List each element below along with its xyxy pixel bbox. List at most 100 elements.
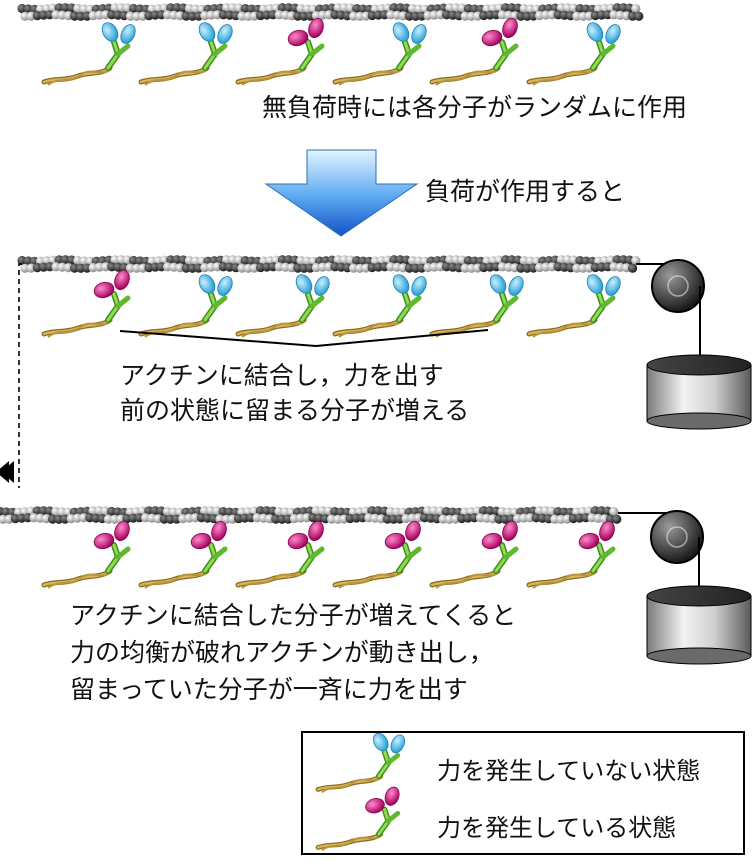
- myosin-resting: [332, 22, 427, 86]
- dashed-guide: [18, 263, 22, 488]
- myosin-head: [384, 786, 400, 806]
- myosin-head: [605, 24, 621, 44]
- myosin-head: [481, 29, 503, 47]
- caption-stage2-line1: アクチンに結合し，力を出す: [120, 361, 444, 390]
- actin-row-2: [17, 255, 641, 338]
- myosin-head: [586, 22, 604, 42]
- myosin-head: [411, 276, 427, 296]
- myosin-tail-strand: [47, 321, 111, 338]
- myosin-lever-branch: [503, 546, 519, 560]
- myosin-tail-strand: [435, 69, 499, 86]
- myosin-active: [526, 520, 616, 589]
- myosin-head: [502, 520, 518, 542]
- myosin-tail-strand: [144, 69, 208, 86]
- myosin-active: [235, 520, 325, 589]
- pulley-weight-1: [636, 259, 752, 430]
- myosin-active: [235, 17, 325, 86]
- myosin-lever-branch: [600, 43, 616, 57]
- actin-bead: [612, 514, 622, 524]
- myosin-tail-strand: [241, 69, 305, 86]
- myosin-head: [287, 29, 309, 47]
- legend-label-not-generating: 力を発生していない状態: [437, 757, 701, 785]
- myosin-head: [114, 269, 130, 291]
- actin-row-1: [17, 3, 644, 86]
- myosin-head: [287, 532, 309, 550]
- myosin-head: [365, 798, 385, 814]
- actin-filament: [0, 506, 622, 524]
- myosin-active: [429, 17, 519, 86]
- myosin-tail-strand: [144, 321, 208, 338]
- myosin-tail-strand: [321, 835, 382, 852]
- myosin-lever-branch: [115, 295, 131, 309]
- caption-load-applied: 負荷が作用すると: [425, 177, 626, 206]
- myosin-resting: [41, 22, 136, 86]
- myosin-head: [295, 274, 313, 294]
- myosin-head: [198, 274, 216, 294]
- myosin-head: [390, 734, 406, 754]
- myosin-head: [101, 22, 119, 42]
- caption-stage2: アクチンに結合し，力を出す 前の状態に留まる分子が増える: [120, 358, 469, 428]
- myosin-head: [198, 22, 216, 42]
- myosin-lever-branch: [406, 546, 422, 560]
- caption-stage3-line2: 力の均衡が破れアクチンが動き出し，: [70, 638, 494, 667]
- actin-row-3: [0, 506, 622, 589]
- myosin-head: [384, 532, 406, 550]
- myosin-head: [599, 520, 615, 542]
- myosin-head: [411, 24, 427, 44]
- myosin-head: [392, 22, 410, 42]
- myosin-lever-branch: [309, 295, 325, 309]
- myosin-head: [405, 520, 421, 542]
- myosin-resting: [235, 274, 330, 338]
- actin-bead: [631, 256, 641, 266]
- myosin-lever-branch: [385, 810, 401, 824]
- myosin-tail-strand: [532, 321, 596, 338]
- myosin-active: [41, 520, 131, 589]
- actin-filament: [17, 255, 641, 273]
- actin-bead: [609, 507, 619, 517]
- myosin-lever-branch: [212, 546, 228, 560]
- myosin-tail-strand: [47, 69, 111, 86]
- myosin-resting: [526, 274, 621, 338]
- actin-bead: [628, 263, 638, 273]
- myosin-tail-strand: [321, 777, 382, 794]
- myosin-resting: [526, 22, 621, 86]
- myosin-head: [481, 532, 503, 550]
- myosin-head: [314, 276, 330, 296]
- myosin-lever-branch: [212, 295, 228, 309]
- myosin-lever-branch: [600, 546, 616, 560]
- myosin-head: [217, 24, 233, 44]
- myosin-head: [605, 276, 621, 296]
- myosin-tail-strand: [435, 572, 499, 589]
- myosin-head: [502, 17, 518, 39]
- myosin-tail-strand: [338, 572, 402, 589]
- actin-bead: [631, 4, 641, 14]
- myosin-group: [41, 17, 621, 86]
- myosin-active: [138, 520, 228, 589]
- myosin-head: [93, 532, 115, 550]
- myosin-head: [586, 274, 604, 294]
- myosin-group: [41, 269, 621, 338]
- myosin-head: [308, 520, 324, 542]
- myosin-head: [392, 274, 410, 294]
- myosin-tail-strand: [241, 572, 305, 589]
- myosin-lever-branch: [503, 295, 519, 309]
- myosin-tail-strand: [338, 69, 402, 86]
- caption-no-load: 無負荷時には各分子がランダムに作用: [262, 93, 688, 122]
- myosin-resting: [138, 22, 233, 86]
- myosin-tail-strand: [144, 572, 208, 589]
- caption-stage3-line1: アクチンに結合した分子が増えてくると: [70, 601, 517, 630]
- pulley-weight-2: [618, 510, 752, 665]
- myosin-head: [508, 276, 524, 296]
- myosin-lever-branch: [600, 295, 616, 309]
- myosin-head: [217, 276, 233, 296]
- legend-label-generating: 力を発生している状態: [437, 814, 677, 842]
- displacement-arrow: [0, 461, 14, 483]
- myosin-active: [332, 520, 422, 589]
- myosin-resting: [429, 274, 524, 338]
- myosin-active: [41, 269, 131, 338]
- myosin-tail-strand: [338, 321, 402, 338]
- myosin-active: [315, 786, 401, 852]
- myosin-resting: [138, 274, 233, 338]
- myosin-lever-branch: [115, 43, 131, 57]
